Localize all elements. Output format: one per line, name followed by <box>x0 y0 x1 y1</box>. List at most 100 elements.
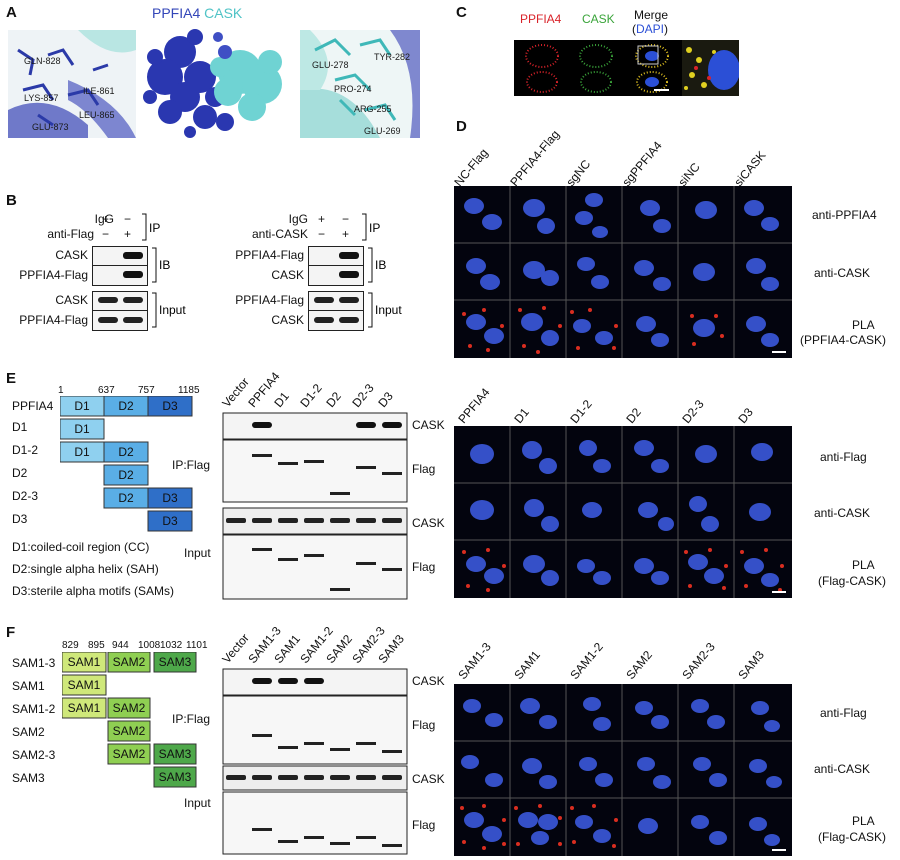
svg-text:LYS-857: LYS-857 <box>24 93 58 103</box>
b-right-ib-blot <box>308 246 364 286</box>
d-row-4: (PPFIA4-CASK) <box>800 333 887 347</box>
e-lane-7: D3 <box>375 389 396 410</box>
b-right-input-blot <box>308 291 364 331</box>
svg-text:D2: D2 <box>118 399 134 413</box>
b-left-row-flag-s1: − <box>102 227 110 241</box>
d-col-4: sgPPFIA4 <box>619 138 665 189</box>
structure-right-closeup: GLU-278 TYR-282 PRO-274 ARG-255 GLU-269 <box>300 30 420 138</box>
d-col-6: siCASK <box>731 148 769 189</box>
f-if-col-6: SAM3 <box>735 647 768 682</box>
e-construct-6: D3 <box>12 512 28 526</box>
svg-text:SAM1: SAM1 <box>68 678 101 692</box>
e-lane-6: D2-3 <box>349 381 377 410</box>
f-if-col-4: SAM2 <box>623 647 656 682</box>
f-band-label-2: Flag <box>412 718 436 732</box>
svg-text:D2: D2 <box>118 445 134 459</box>
svg-text:D1: D1 <box>74 445 90 459</box>
f-construct-2: SAM1 <box>12 679 45 693</box>
e-pos-4: 1185 <box>178 385 200 396</box>
e-western-blot <box>222 412 408 600</box>
f-if-row-1: anti-Flag <box>820 706 867 720</box>
f-band-label-4: Flag <box>412 818 436 832</box>
svg-text:SAM2: SAM2 <box>113 655 146 669</box>
svg-text:ILE-861: ILE-861 <box>83 86 115 96</box>
e-legend-3: D3:sterile alpha motifs (SAMs) <box>12 584 175 598</box>
b-right-row-cask: anti-CASK <box>251 227 308 241</box>
d-col-2: PPFIA4-Flag <box>507 127 563 189</box>
f-construct-6: SAM3 <box>12 771 45 785</box>
svg-text:IB: IB <box>159 258 170 272</box>
svg-text:IP: IP <box>149 221 160 235</box>
e-lane-3: D1 <box>271 389 292 410</box>
f-if-col-2: SAM1 <box>511 647 544 682</box>
e-band-label-4: Flag <box>412 560 436 574</box>
panel-c-header-ppfia4: PPFIA4 <box>520 12 562 26</box>
f-construct-3: SAM1-2 <box>12 702 56 716</box>
svg-text:IB: IB <box>375 258 386 272</box>
e-band-label-1: CASK <box>412 418 445 432</box>
b-right-row-cask-s2: + <box>342 227 350 241</box>
panel-c-header-dapi: (DAPI) <box>632 22 669 36</box>
b-left-row-igg-s2: − <box>124 212 132 226</box>
d-row-3: PLA <box>852 318 875 332</box>
b-left-ip-bracket: IP <box>142 213 160 241</box>
b-left-row-flag: anti-Flag <box>47 227 94 241</box>
svg-text:D1: D1 <box>74 422 90 436</box>
e-construct-3: D1-2 <box>12 443 39 457</box>
panel-b-label: B <box>6 192 17 209</box>
svg-text:D1: D1 <box>74 399 90 413</box>
svg-text:D3: D3 <box>162 399 178 413</box>
b-right-input-bracket: Input <box>368 292 402 328</box>
e-if-col-4: D2 <box>623 405 644 426</box>
b-left-row-flag-s2: + <box>124 227 132 241</box>
d-col-5: siNC <box>675 160 703 189</box>
svg-text:TYR-282: TYR-282 <box>374 52 410 62</box>
f-pos-1: 829 <box>62 640 79 651</box>
b-right-ib-band1: PPFIA4-Flag <box>235 248 304 262</box>
b-right-input-band2: CASK <box>271 313 304 327</box>
e-if-row-2: anti-CASK <box>814 506 871 520</box>
f-construct-5: SAM2-3 <box>12 748 56 762</box>
b-left-input-band1: CASK <box>55 293 88 307</box>
svg-text:ARG-255: ARG-255 <box>354 104 392 114</box>
f-if-col-3: SAM1-2 <box>567 639 606 682</box>
svg-text:SAM1: SAM1 <box>68 701 101 715</box>
d-image-grid <box>454 186 792 358</box>
f-construct-1: SAM1-3 <box>12 656 56 670</box>
structure-complex <box>143 29 282 138</box>
e-lane-1: Vector <box>219 374 252 410</box>
dapi-label: DAPI <box>636 22 665 36</box>
e-ip-label: IP:Flag <box>172 458 211 472</box>
svg-text:SAM1: SAM1 <box>68 655 101 669</box>
f-band-label-3: CASK <box>412 772 445 786</box>
e-lane-4: D1-2 <box>297 381 325 410</box>
f-lane-1: Vector <box>219 630 252 666</box>
panel-a-label: A <box>6 4 17 21</box>
e-if-col-3: D1-2 <box>567 397 595 426</box>
e-image-grid <box>454 426 792 598</box>
b-right-input-band1: PPFIA4-Flag <box>235 293 304 307</box>
e-legend-2: D2:single alpha helix (SAH) <box>12 562 159 576</box>
b-right-ib-bracket: IB <box>368 247 386 283</box>
e-band-label-3: CASK <box>412 516 445 530</box>
d-row-1: anti-PPFIA4 <box>812 208 877 222</box>
svg-text:GLU-269: GLU-269 <box>364 126 401 136</box>
f-pos-5: 1032 <box>160 640 183 651</box>
e-construct-5: D2-3 <box>12 489 39 503</box>
svg-text:D2: D2 <box>118 468 134 482</box>
b-left-ib-band1: CASK <box>55 248 88 262</box>
e-pos-1: 1 <box>58 385 64 396</box>
f-ip-label: IP:Flag <box>172 712 211 726</box>
e-construct-1: PPFIA4 <box>12 399 54 413</box>
e-if-col-2: D1 <box>511 405 532 426</box>
e-pos-2: 637 <box>98 385 115 396</box>
panel-c-label: C <box>456 4 467 21</box>
d-col-3: sgNC <box>563 157 594 189</box>
b-right-row-igg-s1: + <box>318 212 326 226</box>
svg-text:D2: D2 <box>118 491 134 505</box>
cask-title: CASK <box>204 5 243 21</box>
e-if-col-6: D3 <box>735 405 756 426</box>
svg-text:Input: Input <box>375 303 402 317</box>
f-if-row-3: PLA <box>852 814 875 828</box>
b-right-ip-bracket: IP <box>362 213 380 241</box>
